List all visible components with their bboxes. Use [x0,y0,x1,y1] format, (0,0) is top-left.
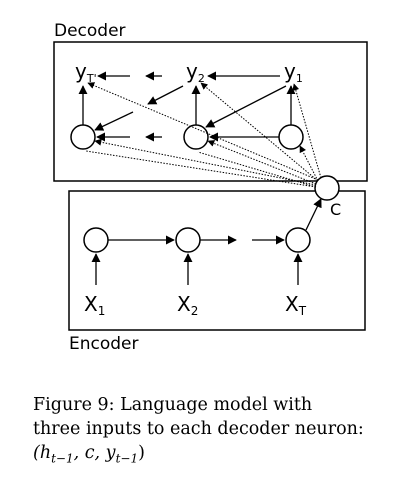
caption-line-3: (ht−1, c, yt−1) [33,443,145,466]
decoder-node-t [70,124,96,150]
output-y1: y1 [284,59,303,85]
figure-caption: Figure 9: Language model with three inpu… [33,393,393,471]
encoder-box [68,190,366,331]
input-x1: X1 [84,292,105,318]
svg-text:X2: X2 [177,292,198,318]
svg-text:XT: XT [285,292,307,318]
caption-line-2: three inputs to each decoder neuron: [33,419,364,439]
context-node [314,175,340,201]
arrow-y1-to-d2 [205,85,287,128]
context-label: C [330,200,341,219]
svg-text:X1: X1 [84,292,105,318]
encoder-node-1 [83,227,109,253]
caption-line-1: Figure 9: Language model with [33,395,313,415]
output-y2: y2 [186,59,205,85]
decoder-node-1 [278,124,304,150]
svg-text:y2: y2 [186,59,205,85]
encoder-node-t [285,227,311,253]
output-yt: yT' [75,59,97,85]
svg-text:yT': yT' [75,59,97,85]
input-x2: X2 [177,292,198,318]
arrow-ht-to-c [305,198,322,231]
arrow-y2-to-dots [147,85,184,105]
encoder-node-2 [175,227,201,253]
arrow-dots-to-dt-diag [94,111,134,131]
encoder-decoder-diagram: Decoder Encoder X1 X2 XT C yT' y2 y1 [53,21,368,354]
encoder-label: Encoder [69,334,139,354]
decoder-label: Decoder [54,21,126,41]
context-lines [85,82,322,188]
svg-text:y1: y1 [284,59,303,85]
decoder-box [53,41,368,182]
input-xt: XT [285,292,307,318]
